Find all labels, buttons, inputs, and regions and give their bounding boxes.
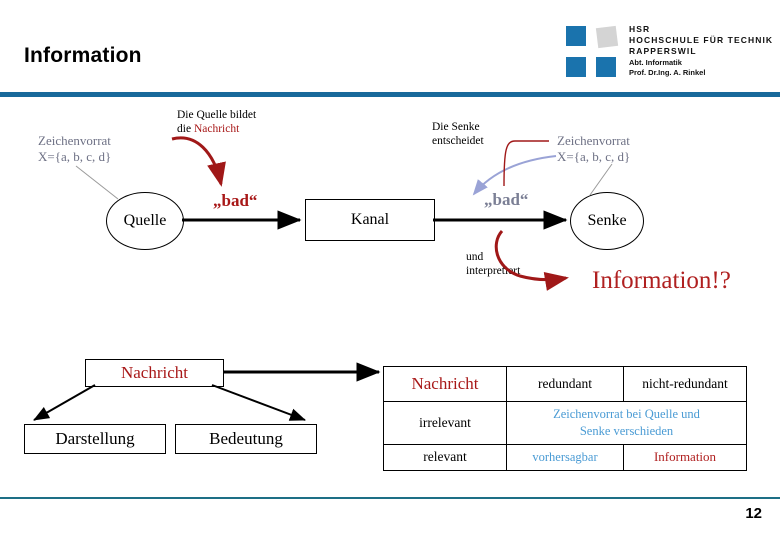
callout-source-nachricht: Nachricht (193, 123, 240, 136)
matrix-header-redundant: redundant (506, 366, 624, 402)
table-row-header: Nachricht redundant nicht-redundant (383, 366, 747, 402)
logo-line-professor: Prof. Dr.Ing. A. Rinkel (629, 68, 706, 77)
tree-edge-left (33, 384, 96, 421)
node-kanal-label: Kanal (350, 211, 390, 228)
callout-interpret: und interpretiert (466, 250, 520, 278)
alphabet-left-line1: Zeichenvorrat (38, 133, 111, 148)
matrix-cell-irrelevant-merged: Zeichenvorrat bei Quelle und Senke versc… (506, 401, 747, 445)
matrix-cell-information: Information (623, 443, 747, 471)
alphabet-right-line1: Zeichenvorrat (557, 133, 630, 148)
node-quelle: Quelle (106, 192, 184, 250)
alphabet-label-right: Zeichenvorrat X={a, b, c, d} (557, 133, 630, 165)
tree-edge-right (211, 384, 306, 421)
matrix-row-label-relevant: relevant (383, 443, 507, 471)
callout-source-prefix: die (177, 123, 194, 136)
alphabet-label-left: Zeichenvorrat X={a, b, c, d} (38, 133, 111, 165)
callout-sink: Die Senke entscheidet (432, 120, 484, 148)
logo-square-gray-tilted (595, 25, 619, 49)
header-divider (0, 92, 780, 97)
matrix-cell-irrelevant-line1: Zeichenvorrat bei Quelle und (553, 407, 700, 421)
message-label-left: „bad“ (213, 191, 258, 210)
arrow-source-callout (171, 136, 226, 187)
page-title: Information (24, 44, 142, 67)
node-senke: Senke (570, 192, 644, 250)
classification-matrix: Nachricht redundant nicht-redundant irre… (383, 366, 747, 471)
table-row-irrelevant: irrelevant Zeichenvorrat bei Quelle und … (383, 401, 747, 445)
matrix-cell-vorhersagbar-label: vorhersagbar (532, 449, 598, 464)
logo-square-bottom-left (566, 57, 586, 77)
alphabet-right-line2: X={a, b, c, d} (557, 148, 631, 164)
callout-source: Die Quelle bildet die Nachricht (177, 108, 256, 136)
matrix-cell-irrelevant-line2: Senke verschieden (579, 423, 674, 438)
leader-sink-callout (503, 140, 549, 187)
callout-interpret-line2: interpretiert (466, 265, 521, 278)
callout-sink-line2: entscheidet (432, 135, 484, 148)
message-label-right: „bad“ (484, 190, 529, 209)
information-question-label: Information!? (592, 267, 731, 294)
table-row-relevant: relevant vorhersagbar Information (383, 443, 747, 471)
tree-node-nachricht-label: Nachricht (120, 363, 189, 382)
tree-node-nachricht: Nachricht (85, 359, 224, 387)
logo-square-bottom-right (596, 57, 616, 77)
arrow-alphabet-to-message (472, 155, 557, 196)
tree-node-bedeutung-label: Bedeutung (209, 429, 283, 448)
leader-line-alphabet-right (589, 163, 613, 196)
matrix-cell-vorhersagbar: vorhersagbar (506, 443, 624, 471)
matrix-row-label-irrelevant: irrelevant (383, 401, 507, 445)
leader-line-alphabet-left (75, 165, 119, 200)
footer-divider (0, 497, 780, 499)
hsr-logo: HSR HOCHSCHULE FÜR TECHNIK RAPPERSWIL Ab… (566, 24, 780, 88)
tree-node-bedeutung: Bedeutung (175, 424, 317, 454)
logo-line-hochschule: HOCHSCHULE FÜR TECHNIK (629, 35, 774, 45)
alphabet-left-line2: X={a, b, c, d} (38, 148, 112, 164)
tree-node-darstellung: Darstellung (24, 424, 166, 454)
node-kanal: Kanal (305, 199, 435, 241)
logo-line-hsr: HSR (629, 24, 651, 34)
node-quelle-label: Quelle (123, 212, 167, 229)
page-number: 12 (745, 505, 762, 522)
logo-line-rapperswil: RAPPERSWIL (629, 46, 697, 56)
logo-line-abteilung: Abt. Informatik (629, 58, 682, 67)
matrix-corner-cell: Nachricht (383, 366, 507, 402)
matrix-corner-label: Nachricht (411, 374, 479, 393)
tree-node-darstellung-label: Darstellung (55, 429, 135, 448)
callout-sink-line1: Die Senke (432, 121, 480, 133)
logo-square-top-left (566, 26, 586, 46)
matrix-cell-information-label: Information (653, 449, 717, 465)
node-senke-label: Senke (587, 212, 627, 229)
matrix-header-nicht-redundant: nicht-redundant (623, 366, 747, 402)
logo-text-block: HSR HOCHSCHULE FÜR TECHNIK RAPPERSWIL Ab… (629, 24, 773, 78)
callout-source-line2: die Nachricht (177, 122, 256, 136)
callout-source-line1: Die Quelle bildet (177, 109, 257, 121)
callout-interpret-line1: und (466, 251, 484, 263)
